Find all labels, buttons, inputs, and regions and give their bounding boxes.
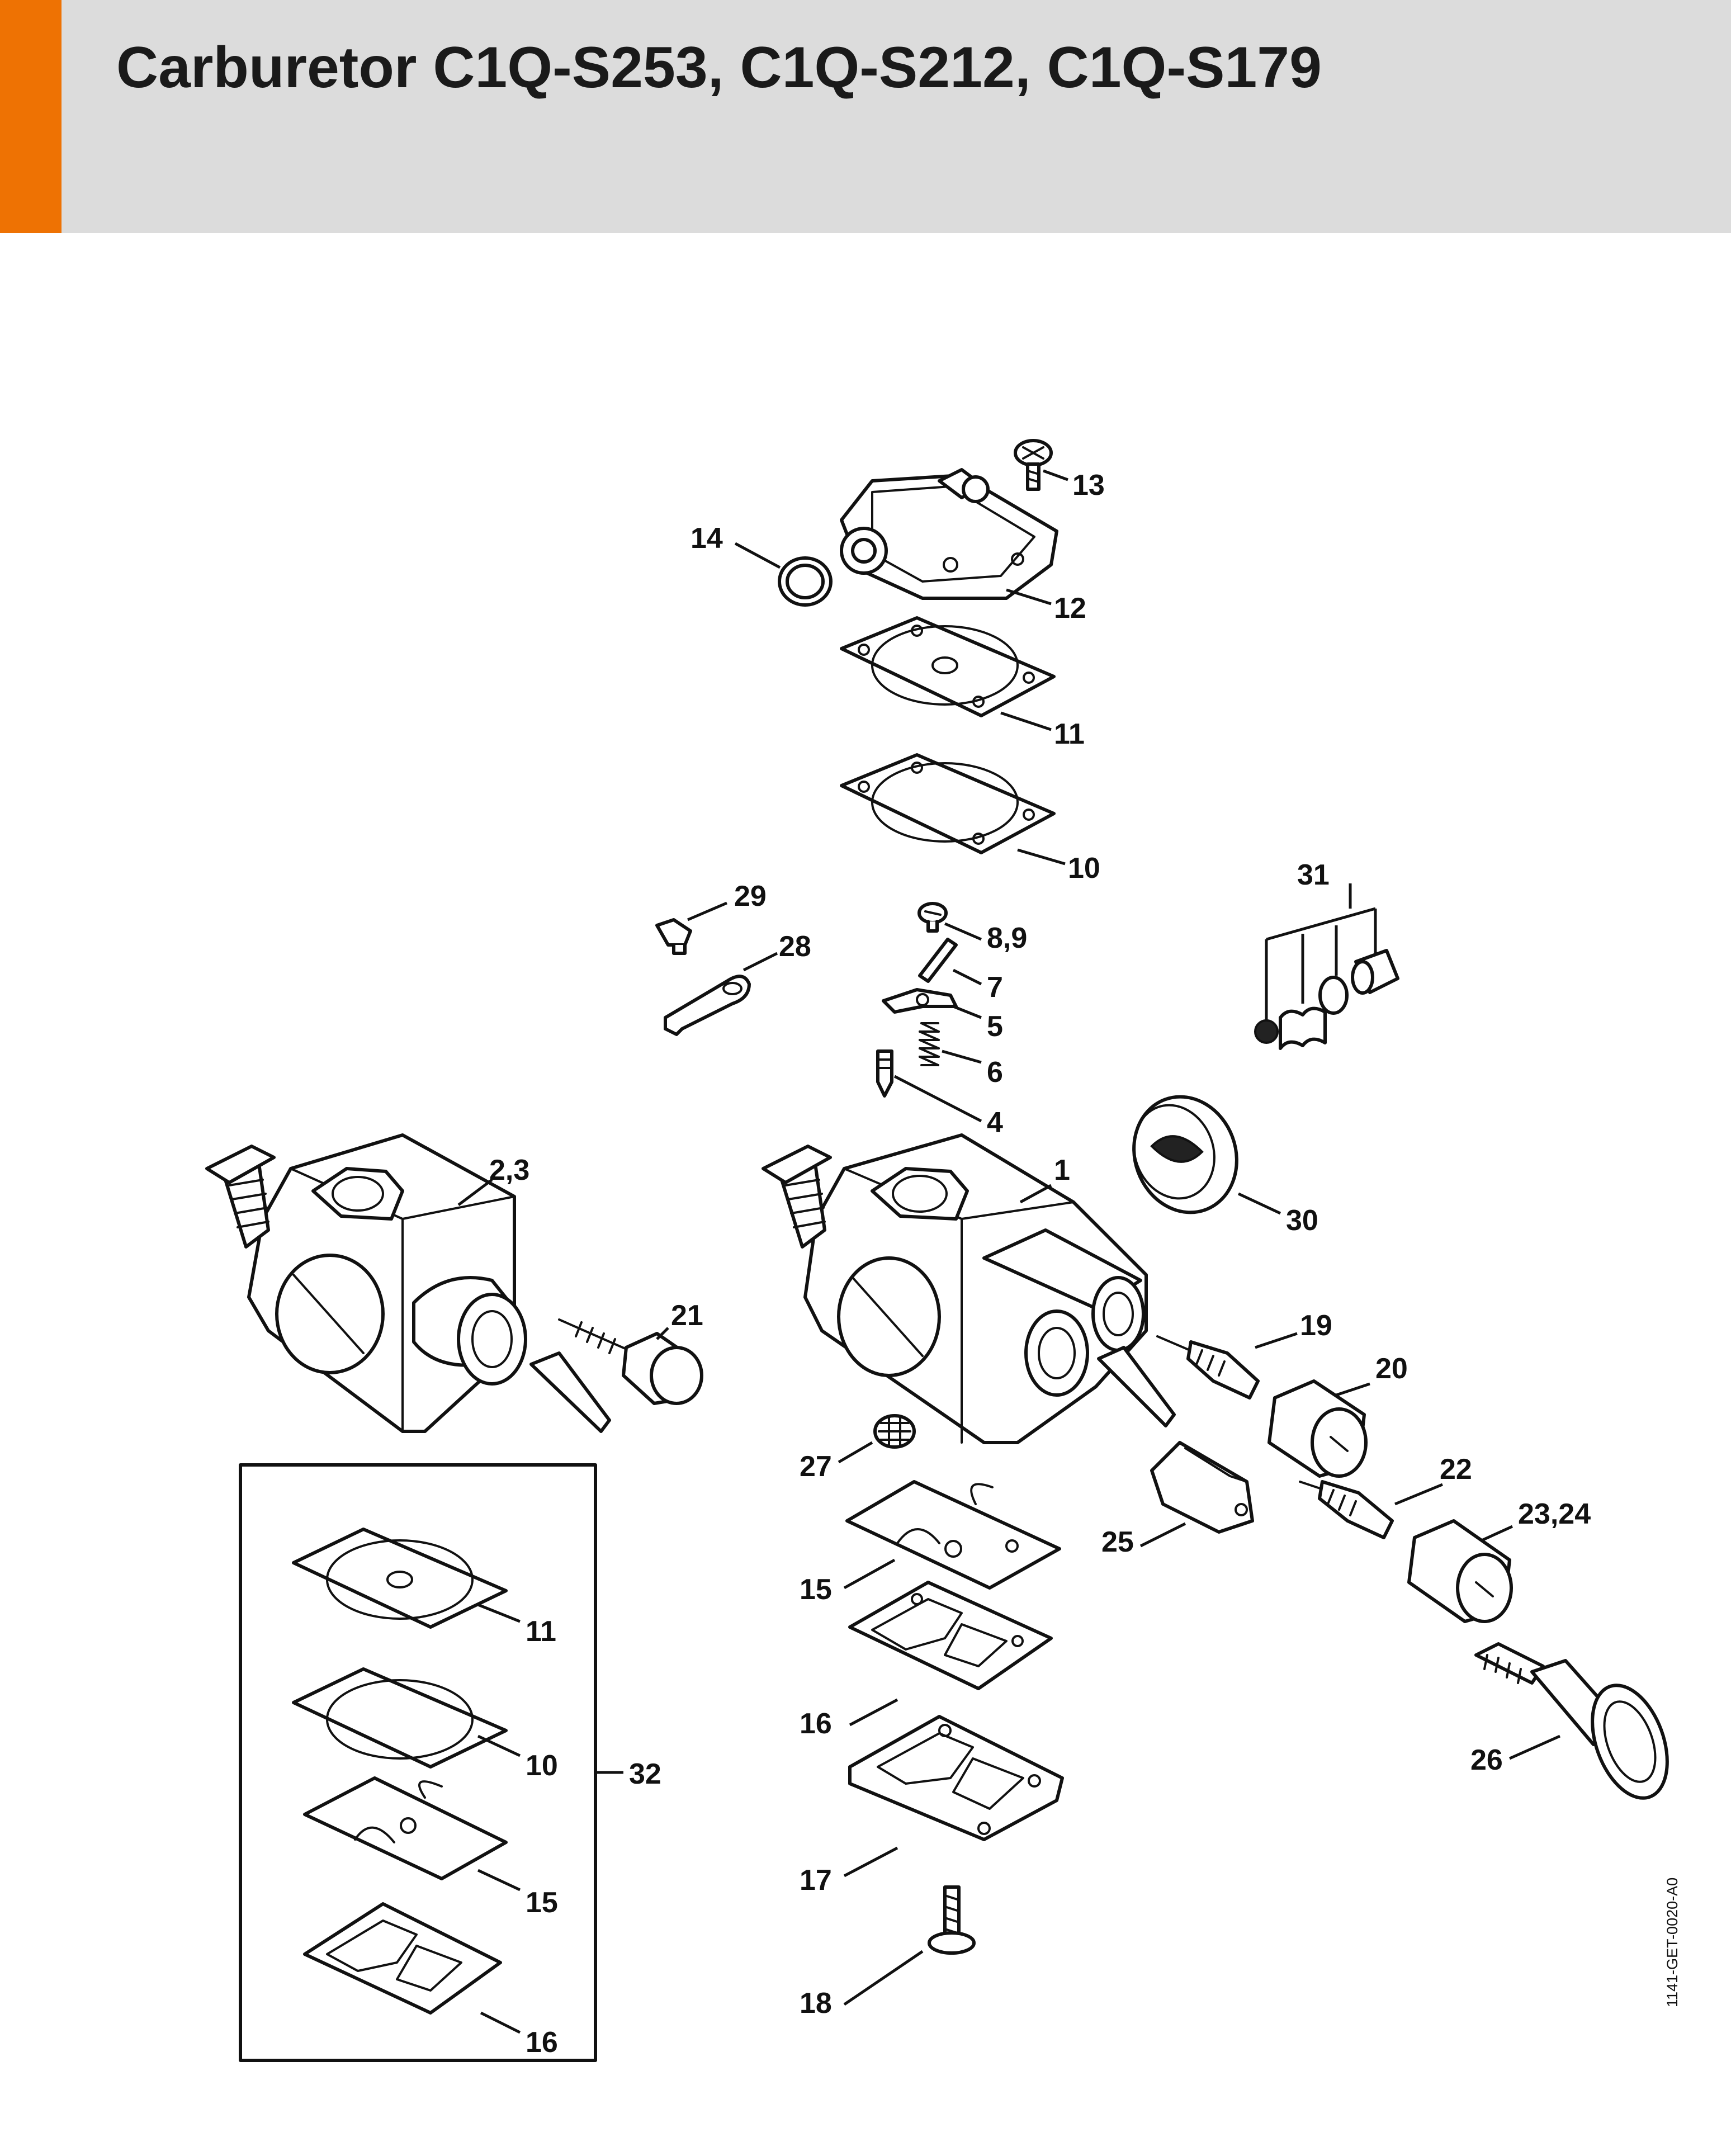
callout-27: 27	[800, 1450, 832, 1483]
part-30-cap	[1132, 1095, 1238, 1214]
kit-callout-15: 15	[526, 1886, 558, 1919]
callout-23-24: 23,24	[1518, 1498, 1591, 1530]
part-26-adjusting-screw	[1474, 1642, 1669, 1800]
callout-19: 19	[1300, 1309, 1332, 1342]
callout-20: 20	[1375, 1353, 1408, 1385]
part-14-sealing-ring	[778, 556, 833, 607]
callout-17: 17	[800, 1864, 832, 1897]
part-5-inlet-control-lever	[882, 988, 958, 1014]
part-2-3-carburetor	[205, 1133, 611, 1433]
callout-15: 15	[800, 1573, 832, 1606]
callout-7: 7	[987, 971, 1003, 1004]
part-17-end-cover	[848, 1715, 1064, 1841]
part-12-pump-cover	[840, 468, 1058, 600]
callout-29: 29	[734, 880, 767, 912]
callout-30: 30	[1286, 1204, 1318, 1237]
part-16-gasket	[848, 1581, 1053, 1690]
part-1-carburetor	[762, 1133, 1176, 1444]
callout-4: 4	[987, 1107, 1003, 1139]
callout-21: 21	[671, 1299, 703, 1332]
callout-5: 5	[987, 1010, 1003, 1043]
part-7-pin	[918, 938, 958, 983]
kit-callout-11: 11	[526, 1615, 556, 1648]
callout-14: 14	[690, 522, 723, 555]
leader-lines	[457, 469, 1561, 2034]
part-4-inlet-needle	[876, 1049, 893, 1098]
part-10-gasket	[840, 753, 1056, 854]
part-31-fitting-set	[1254, 949, 1399, 1050]
kit-callout-16: 16	[526, 2026, 558, 2059]
part-23-24-limiter-cap	[1407, 1519, 1513, 1623]
callout-22: 22	[1440, 1453, 1472, 1486]
callout-2-3: 2,3	[489, 1154, 529, 1186]
kit-callout-32: 32	[629, 1758, 661, 1790]
part-25-cover	[1150, 1441, 1254, 1534]
part-13-screw	[1014, 439, 1053, 491]
part-28-lever	[664, 975, 751, 1036]
callout-31: 31	[1297, 859, 1330, 891]
kit-callout-10: 10	[526, 1750, 558, 1782]
part-27-strainer	[873, 1414, 916, 1449]
part-20-limiter-cap	[1267, 1379, 1368, 1478]
callout-28: 28	[779, 930, 811, 963]
callout-16: 16	[800, 1708, 832, 1740]
part-22-adjusting-screw	[1299, 1480, 1394, 1539]
accent-stripe	[0, 0, 62, 233]
part-8-9-screw	[917, 902, 948, 933]
callout-1: 1	[1054, 1154, 1070, 1186]
part-18-screw	[928, 1885, 976, 1955]
part-11-pump-diaphragm	[840, 616, 1056, 717]
callout-26: 26	[1470, 1744, 1503, 1776]
kit-32-box	[239, 1463, 597, 2062]
part-19-adjusting-screw	[1156, 1335, 1260, 1399]
callout-18: 18	[800, 1987, 832, 2020]
callout-8-9: 8,9	[987, 922, 1027, 954]
part-6-spring	[919, 1022, 940, 1066]
part-15-metering-diaphragm	[845, 1480, 1061, 1590]
drawing-code: 1141-GET-0020-A0	[1664, 1878, 1681, 2007]
callout-25: 25	[1101, 1526, 1134, 1558]
callout-10: 10	[1068, 852, 1100, 885]
callout-6: 6	[987, 1056, 1003, 1089]
callout-labels: 13 14 12 11 10 31 29 28 8,9 7 5 6 4 2,3 …	[489, 469, 1591, 2059]
header-bar	[0, 0, 1731, 233]
callout-13: 13	[1072, 469, 1105, 502]
part-21-adjusting-screw	[558, 1318, 703, 1405]
callout-12: 12	[1054, 592, 1086, 625]
callout-11: 11	[1054, 718, 1085, 750]
page-title: Carburetor C1Q-S253, C1Q-S212, C1Q-S179	[116, 35, 1322, 100]
part-29-screw	[655, 918, 692, 955]
